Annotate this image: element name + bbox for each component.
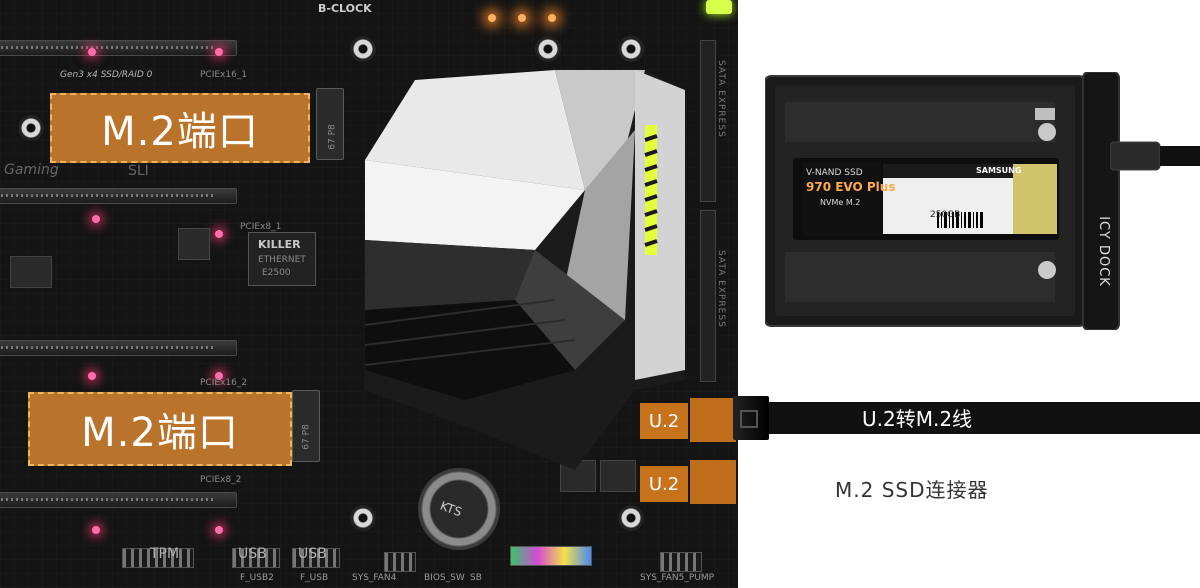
- pcie-slot: [0, 40, 237, 56]
- sata-connector: [700, 210, 716, 382]
- sata-label: SATA EXPRESS: [716, 250, 726, 328]
- icy-dock-tray: [765, 72, 1120, 330]
- slot-label: Gaming: [4, 162, 59, 178]
- slot-led: [215, 372, 223, 380]
- header-label: F_USB: [300, 573, 329, 583]
- m2-port-callout-top: M.2端口: [50, 93, 310, 163]
- pcie-slot: [0, 188, 237, 204]
- m2-pin-label: 67 P8: [301, 424, 312, 450]
- killer-ethernet-chip: [248, 232, 316, 286]
- mount-screw: [535, 36, 561, 62]
- slot-led: [215, 48, 223, 56]
- tpm-header: [122, 548, 194, 568]
- slot-label: PCIEx16_2: [200, 378, 248, 388]
- header-label: F_USB2: [240, 573, 274, 583]
- pcie-slot: [0, 340, 237, 356]
- power-led: [706, 0, 732, 14]
- killer-label: ETHERNET: [258, 255, 306, 265]
- slot-led: [92, 526, 100, 534]
- ssd-brand-label: SAMSUNG: [976, 166, 1022, 175]
- m2-port-label: M.2端口: [81, 410, 239, 456]
- bclock-label: B-CLOCK: [318, 2, 372, 15]
- pcie-slot: [0, 492, 237, 508]
- usb-label: USB: [238, 546, 267, 562]
- killer-label: KILLER: [258, 238, 301, 251]
- u2-connector-plate: [690, 398, 736, 442]
- slot-led: [88, 372, 96, 380]
- slot-led: [92, 215, 100, 223]
- header-label: BIOS_SW: [424, 573, 465, 583]
- u2-connector-plate: [690, 460, 736, 504]
- u2-tag-label: U.2: [648, 410, 680, 432]
- m2-connector-bottom: [292, 390, 320, 462]
- fan-header: [660, 552, 702, 572]
- usb-label: USB: [298, 546, 327, 562]
- chip: [600, 460, 636, 492]
- u2-tag-label: U.2: [648, 473, 680, 495]
- u2-tag-top: U.2: [640, 403, 688, 439]
- ssd-capacity-label: 250GB: [930, 210, 961, 220]
- slot-label: PCIEx8_2: [200, 475, 242, 485]
- sata-connector: [700, 40, 716, 202]
- slot-label: SLI: [128, 163, 149, 179]
- usb-header: [232, 548, 280, 568]
- motherboard-photo: 67 P8 67 P8 Gen3 x4 SSD/RAID 0 PCIEx16_1…: [0, 0, 738, 588]
- usb-header: [292, 548, 340, 568]
- mount-screw: [618, 505, 644, 531]
- debug-led: [488, 14, 496, 22]
- header-label: SB: [470, 573, 482, 583]
- icy-dock-logo: ICY DOCK: [1095, 216, 1111, 287]
- fan-header: [384, 552, 416, 572]
- u2-tag-bottom: U.2: [640, 466, 688, 502]
- cable-plug: [733, 396, 769, 440]
- chipset-heatsink: [364, 70, 685, 470]
- mount-screw: [350, 36, 376, 62]
- ssd-interface-label: NVMe M.2: [820, 198, 861, 207]
- slot-label: Gen3 x4 SSD/RAID 0: [60, 70, 153, 80]
- slot-label: PCIEx16_1: [200, 70, 248, 80]
- m2-port-callout-bottom: M.2端口: [28, 392, 292, 466]
- tpm-label: TPM: [150, 546, 180, 562]
- mount-screw: [18, 115, 44, 141]
- front-panel-header: [510, 546, 592, 566]
- cable-label: U.2转M.2线: [862, 407, 973, 431]
- cmos-battery: [418, 468, 500, 550]
- mount-screw: [350, 505, 376, 531]
- m2-ssd-connector-label: M.2 SSD连接器: [835, 478, 989, 502]
- mount-screw: [618, 36, 644, 62]
- slot-led: [88, 48, 96, 56]
- header-label: SYS_FAN4: [352, 573, 397, 583]
- chip: [10, 256, 52, 288]
- header-label: SYS_FAN5_PUMP: [640, 573, 715, 583]
- slot-label: PCIEx8_1: [240, 222, 282, 232]
- dock-cable: [1110, 141, 1200, 171]
- sata-label: SATA EXPRESS: [716, 60, 726, 138]
- m2-pin-label: 67 P8: [327, 124, 338, 150]
- m2-connector-top: [316, 88, 344, 160]
- slot-led: [215, 230, 223, 238]
- cable-plug-latch: [740, 410, 758, 428]
- debug-led: [518, 14, 526, 22]
- chip: [178, 228, 210, 260]
- ssd-model-label: 970 EVO Plus: [806, 180, 896, 194]
- slot-led: [215, 526, 223, 534]
- ssd-series-label: V-NAND SSD: [806, 168, 863, 178]
- u2-to-m2-cable: [762, 402, 1200, 434]
- m2-port-label: M.2端口: [101, 109, 259, 155]
- killer-label: E2500: [262, 268, 291, 278]
- debug-led: [548, 14, 556, 22]
